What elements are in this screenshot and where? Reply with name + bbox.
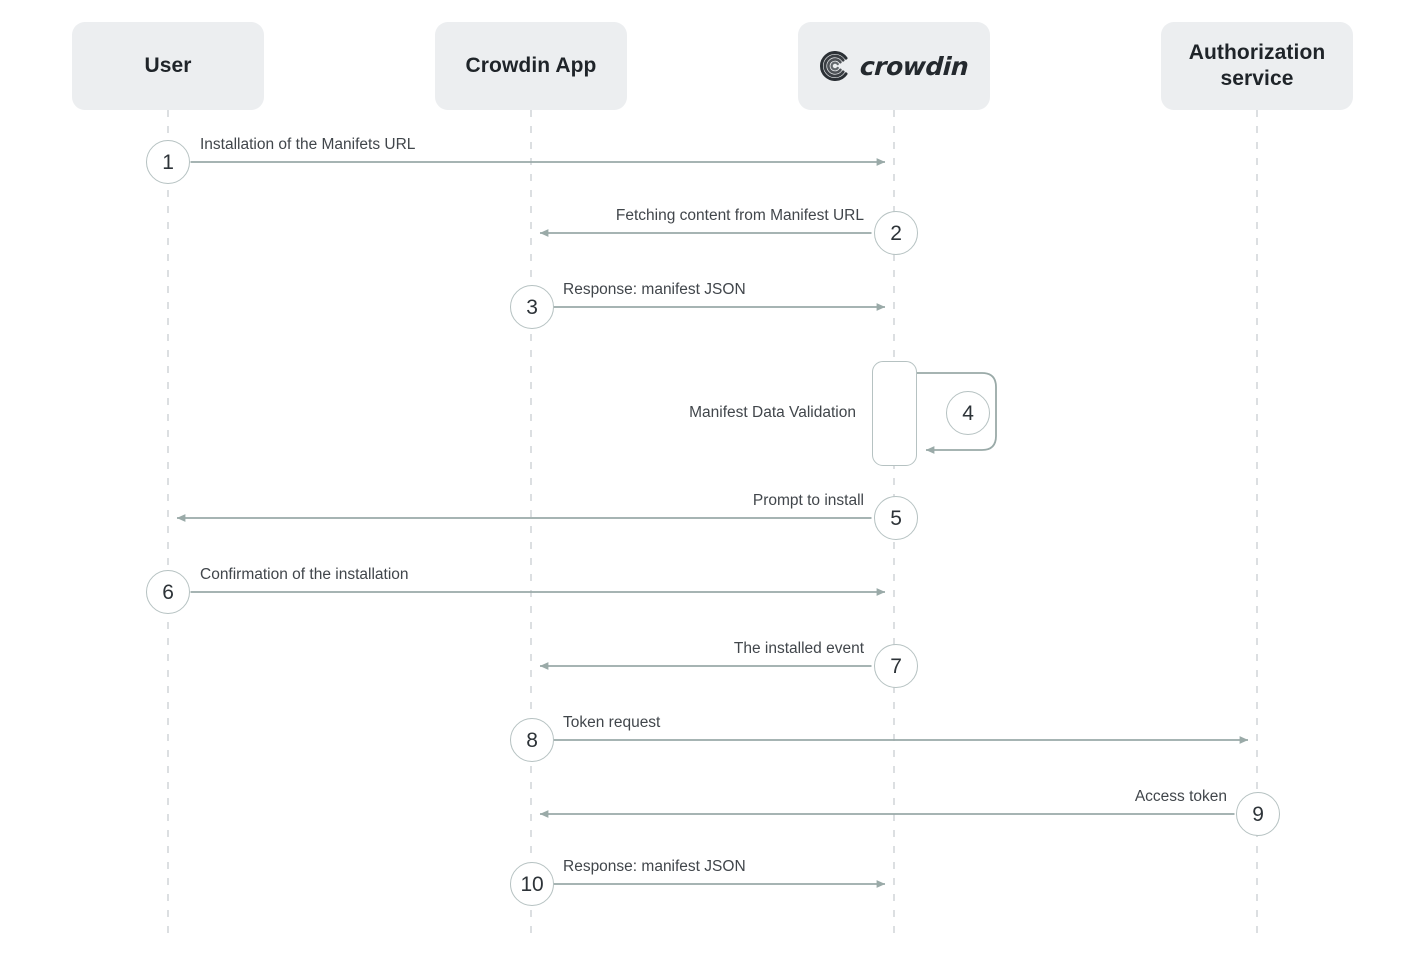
step-number: 4 [962, 401, 974, 425]
step-number: 3 [526, 295, 538, 319]
participant-label-crowdin-app: Crowdin App [465, 54, 597, 78]
message-label-2: Fetching content from Manifest URL [615, 207, 864, 224]
message-label-4: Manifest Data Validation [689, 404, 856, 421]
message-label-6: Confirmation of the installation [200, 566, 409, 583]
message-arrows-group [176, 158, 1249, 888]
step-number: 9 [1252, 802, 1264, 826]
message-label-10: Response: manifest JSON [563, 858, 746, 875]
message-label-5: Prompt to install [752, 492, 864, 509]
step-bubble-7[interactable]: 7 [874, 644, 918, 688]
step-bubble-9[interactable]: 9 [1236, 792, 1280, 836]
step-number: 5 [890, 506, 902, 530]
participant-auth-service[interactable]: Authorization service [1161, 22, 1353, 110]
message-label-1: Installation of the Manifets URL [200, 136, 416, 153]
step-bubble-1[interactable]: 1 [146, 140, 190, 184]
step-number: 8 [526, 728, 538, 752]
crowdin-logo: crowdin [819, 51, 969, 81]
participant-user[interactable]: User [72, 22, 264, 110]
crowdin-wordmark: crowdin [859, 51, 969, 81]
participant-crowdin-app[interactable]: Crowdin App [435, 22, 627, 110]
activation-box-crowdin [872, 361, 917, 466]
step-bubble-6[interactable]: 6 [146, 570, 190, 614]
message-label-3: Response: manifest JSON [563, 281, 746, 298]
participant-label-user: User [144, 54, 192, 78]
step-bubble-3[interactable]: 3 [510, 285, 554, 329]
step-number: 1 [162, 150, 174, 174]
step-bubble-8[interactable]: 8 [510, 718, 554, 762]
message-label-7: The installed event [733, 640, 864, 657]
step-bubble-4[interactable]: 4 [946, 391, 990, 435]
participant-crowdin[interactable]: crowdin [798, 22, 990, 110]
step-number: 10 [520, 872, 544, 896]
self-message-arrow-4 [917, 372, 997, 454]
step-number: 7 [890, 654, 902, 678]
message-label-8: Token request [563, 714, 661, 731]
step-number: 6 [162, 580, 174, 604]
step-number: 2 [890, 221, 902, 245]
step-bubble-2[interactable]: 2 [874, 211, 918, 255]
step-bubble-5[interactable]: 5 [874, 496, 918, 540]
participant-label-auth-service: Authorization service [1188, 41, 1326, 90]
step-bubble-10[interactable]: 10 [510, 862, 554, 906]
message-label-9: Access token [1134, 788, 1227, 805]
crowdin-logo-mark-icon [819, 51, 848, 81]
